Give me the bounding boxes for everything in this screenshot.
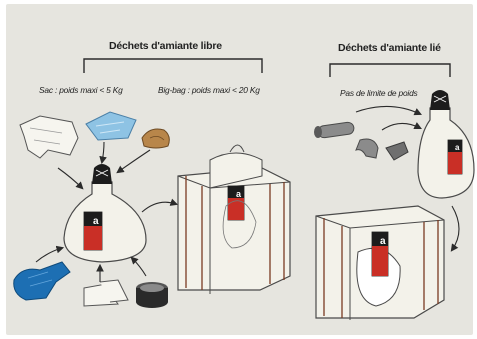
bracket-bound bbox=[330, 64, 450, 77]
arrow-elbow-to-sac bbox=[382, 123, 420, 130]
arrow-overalls bbox=[58, 168, 82, 188]
free-asbestos-title: Déchets d'amiante libre bbox=[109, 40, 222, 52]
gloves-icon bbox=[14, 262, 70, 300]
bigbag-weight-rule: Big-bag : poids maxi < 20 Kg bbox=[158, 85, 260, 95]
arrow-gloves bbox=[36, 248, 62, 262]
arrow-pipe-to-sac bbox=[356, 106, 420, 114]
bigbag-free-icon bbox=[178, 145, 290, 294]
pipe-icon bbox=[314, 122, 355, 139]
sac-bound-icon bbox=[418, 90, 474, 198]
bracket-free bbox=[84, 59, 262, 73]
boots-icon bbox=[84, 280, 128, 306]
bigbag-bound-icon bbox=[316, 206, 444, 320]
tin-icon bbox=[136, 282, 168, 308]
arrow-sac-to-bigbag bbox=[142, 202, 176, 212]
sac-weight-rule: Sac : poids maxi < 5 Kg bbox=[39, 85, 123, 95]
overalls-icon bbox=[20, 116, 78, 158]
arrow-mask bbox=[118, 150, 150, 172]
arrow-tin bbox=[132, 258, 146, 276]
sac-label-a: a bbox=[93, 216, 99, 227]
no-weight-limit: Pas de limite de poids bbox=[340, 88, 418, 98]
blue-cloth-icon bbox=[86, 112, 136, 140]
small-sac-icon bbox=[64, 164, 146, 262]
fragment-icon bbox=[386, 142, 408, 160]
sac-bound-label-a: a bbox=[455, 143, 460, 152]
bound-asbestos-title: Déchets d'amiante lié bbox=[338, 42, 441, 54]
arrow-cloth bbox=[102, 142, 104, 162]
bigbag-bound-label-a: a bbox=[380, 236, 386, 247]
mask-icon bbox=[142, 129, 169, 148]
pipe-elbow-icon bbox=[356, 139, 378, 158]
arrow-sac-to-bigbag-bound bbox=[452, 206, 459, 250]
